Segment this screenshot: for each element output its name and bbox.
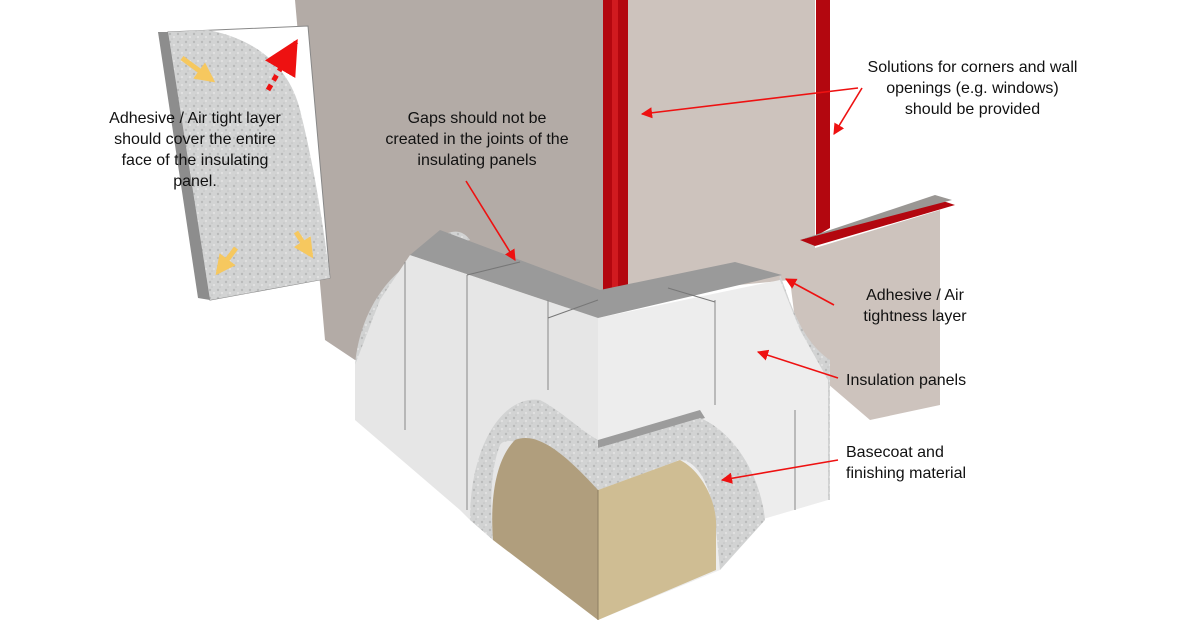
spread-arrow-icon xyxy=(215,246,238,276)
panel-adhesive xyxy=(168,30,330,300)
label-gaps: Gaps should not be created in the joints… xyxy=(385,110,569,169)
insulation-ledge xyxy=(598,410,705,448)
basecoat-front xyxy=(492,438,598,620)
arrow-adhesive xyxy=(785,278,835,306)
label-adhesive-layer: Adhesive / Air tightness layer xyxy=(863,287,967,325)
basecoat-block xyxy=(492,438,717,620)
panel-joint xyxy=(466,261,521,276)
panel-side xyxy=(158,32,210,300)
label-basecoat: Basecoat and finishing material xyxy=(846,444,967,482)
arrow-corners-1 xyxy=(640,87,859,119)
window-trim-vertical xyxy=(816,0,830,236)
insulation-top xyxy=(410,230,782,318)
label-insulation: Insulation panels xyxy=(846,372,967,389)
callout-arrows xyxy=(465,87,863,484)
separate-panel xyxy=(158,25,331,301)
label-corners: Solutions for corners and wall openings … xyxy=(867,59,1078,118)
panel-joint xyxy=(547,299,599,319)
dotted-arrow-icon xyxy=(265,38,299,92)
wall-right-face xyxy=(625,0,940,420)
basecoat-side xyxy=(598,460,717,620)
panel-joint xyxy=(667,287,716,303)
arrow-basecoat xyxy=(720,459,839,484)
arrow-gaps xyxy=(465,180,516,261)
spread-arrow-icon xyxy=(293,230,314,259)
window-sill-top xyxy=(800,195,952,240)
basecoat-cut-adhesive xyxy=(470,399,598,540)
label-adhesive-cover: Adhesive / Air tight layer should cover … xyxy=(109,110,281,190)
window-sill xyxy=(800,200,955,246)
spread-arrow-icon xyxy=(180,55,216,83)
arrow-insulation xyxy=(756,349,839,379)
corner-trim-highlight xyxy=(612,0,618,298)
arrow-corners-2 xyxy=(833,87,863,135)
basecoat-cut-adhesive-right xyxy=(598,418,765,570)
